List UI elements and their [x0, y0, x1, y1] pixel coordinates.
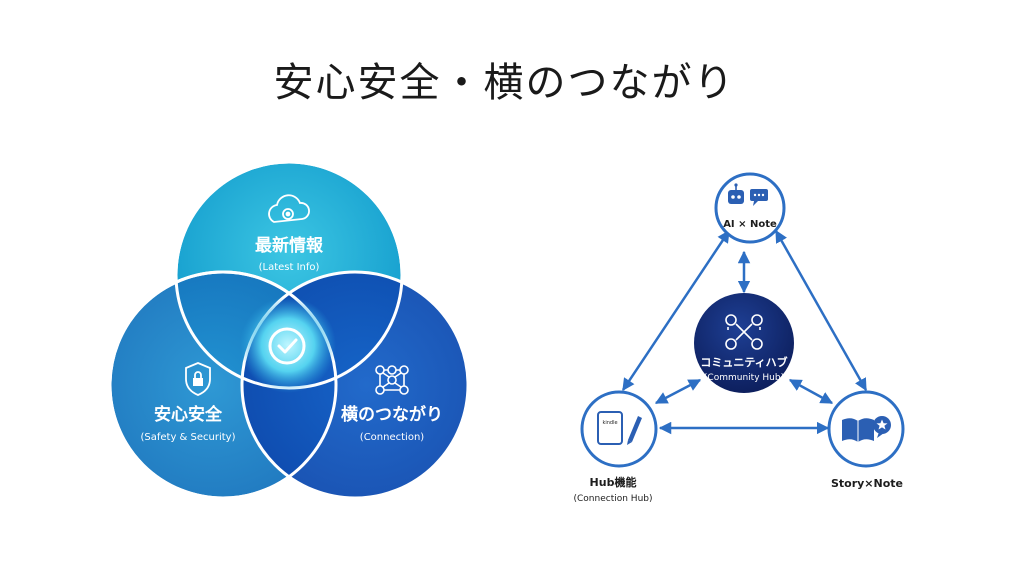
book-star-icon	[842, 416, 891, 442]
node-connection-hub	[580, 390, 658, 468]
venn-diagram: 最新情報 (Latest Info) 安心安全 (Safety & Securi…	[108, 160, 470, 500]
shield-lock-icon	[185, 362, 211, 396]
venn-label-latest-info: 最新情報	[255, 235, 324, 256]
venn-sublabel-latest-info: (Latest Info)	[259, 262, 320, 273]
venn-label-connection: 横のつながり	[341, 404, 443, 425]
robot-chat-icon	[728, 183, 768, 206]
node-ai-note	[714, 172, 786, 244]
hub-diagram: コミュニティハブ (Community Hub) AI × Note kindl…	[574, 172, 905, 504]
venn-sublabel-connection: (Connection)	[360, 432, 424, 443]
node-ai-note-label: AI × Note	[723, 219, 777, 230]
venn-label-safety: 安心安全	[154, 404, 223, 425]
hub-connectors	[621, 229, 868, 435]
network-people-icon	[375, 365, 409, 395]
venn-sublabel-safety: (Safety & Security)	[140, 432, 235, 443]
check-icon	[268, 327, 306, 365]
community-network-icon	[725, 314, 763, 350]
community-hub-sublabel: (Community Hub)	[704, 373, 784, 383]
node-story-note-label: Story×Note	[831, 477, 903, 490]
tablet-pen-icon: kindle	[597, 411, 642, 445]
node-connection-hub-sublabel: (Connection Hub)	[574, 494, 653, 504]
community-hub-circle	[694, 293, 794, 393]
community-hub-label: コミュニティハブ	[700, 355, 787, 369]
slide-title: 安心安全・横のつながり	[273, 60, 736, 106]
node-connection-hub-label: Hub機能	[590, 475, 637, 489]
gear-cloud-icon	[268, 194, 310, 223]
tablet-text: kindle	[602, 420, 617, 426]
venn-center-glow	[240, 297, 336, 393]
